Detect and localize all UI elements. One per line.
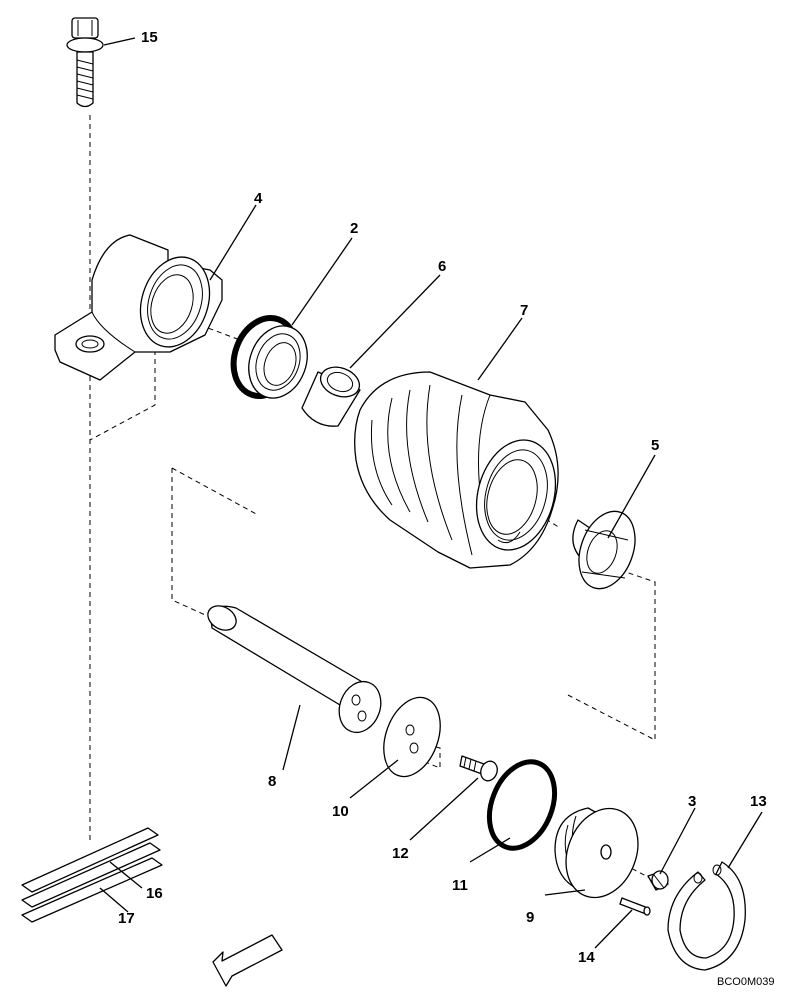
o-ring-part-11 [486, 759, 558, 851]
bracket-part-4 [54, 234, 223, 381]
cover-part-9 [554, 807, 639, 899]
shims-part-16-17 [21, 827, 163, 923]
thrust-plate-part-5 [572, 510, 636, 590]
callout-12: 12 [392, 845, 409, 862]
callout-11: 11 [452, 877, 468, 894]
callout-2: 2 [350, 220, 358, 237]
callout-5: 5 [651, 437, 659, 454]
leader-lines [99, 37, 763, 949]
callout-10: 10 [332, 803, 349, 820]
callout-4: 4 [254, 190, 263, 207]
pin-part-14 [619, 897, 651, 916]
bushing-part-6 [301, 366, 361, 427]
callout-labels: 15 4 2 6 7 5 8 10 12 11 9 3 13 14 16 17 [118, 29, 767, 966]
callout-13: 13 [750, 793, 767, 810]
callout-6: 6 [438, 258, 446, 275]
callout-15: 15 [141, 29, 158, 46]
bolt-part-15 [66, 17, 104, 108]
callout-3: 3 [688, 793, 696, 810]
seal-part-2 [230, 315, 308, 399]
drawing-code: BCO0M039 [717, 976, 774, 988]
snap-ring-part-13 [667, 861, 746, 971]
callout-14: 14 [578, 949, 595, 966]
callout-17: 17 [118, 910, 135, 927]
front-direction-arrow-icon [212, 934, 283, 987]
shaft-part-8 [207, 605, 382, 734]
callout-7: 7 [520, 302, 528, 319]
callout-9: 9 [526, 909, 534, 926]
assembly-dashed-lines [89, 115, 656, 879]
plate-part-10 [383, 696, 441, 778]
screw-part-12 [459, 755, 498, 782]
plug-part-3 [647, 870, 669, 891]
callout-8: 8 [268, 773, 276, 790]
callout-16: 16 [146, 885, 163, 902]
roller-part-7 [354, 371, 559, 569]
